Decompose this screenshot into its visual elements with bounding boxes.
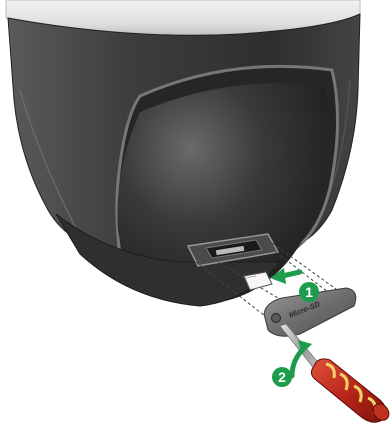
camera-base bbox=[55, 213, 282, 307]
micro-sd-card bbox=[243, 271, 273, 291]
cover-screw-hole bbox=[271, 313, 281, 323]
screwdriver bbox=[279, 323, 390, 423]
screwdriver-stripe bbox=[325, 362, 336, 379]
step-2-number: 2 bbox=[278, 369, 286, 385]
screwdriver-stripe bbox=[353, 384, 363, 403]
screwdriver-stripe bbox=[339, 372, 349, 391]
rotate-arrow bbox=[289, 340, 312, 379]
insert-arrow bbox=[270, 268, 303, 284]
housing-edge-line bbox=[19, 89, 81, 237]
step-1-number: 1 bbox=[305, 284, 313, 300]
screwdriver-end-cap bbox=[372, 403, 390, 421]
step-1-badge: 1 bbox=[299, 282, 319, 302]
sd-slot-cover: Micro-SD bbox=[263, 287, 357, 337]
step-2-badge: 2 bbox=[272, 367, 292, 387]
